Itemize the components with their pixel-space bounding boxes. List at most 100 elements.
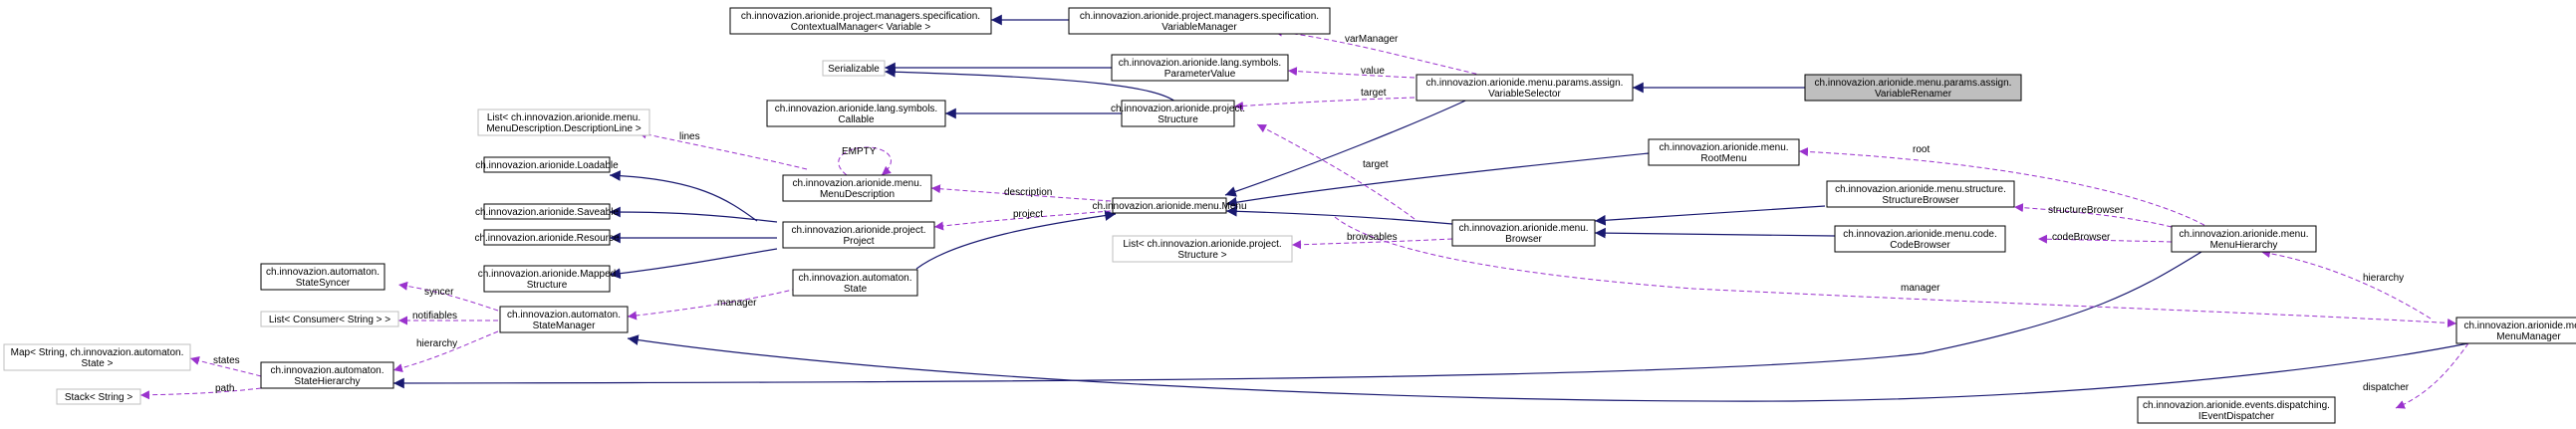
node-parameter-value[interactable]: ch.innovazion.arionide.lang.symbols.Para…: [1111, 54, 1289, 82]
edge-project-to-mapped-structure: [609, 248, 778, 280]
label-structure-browser: structureBrowser: [2048, 205, 2124, 216]
node-state-map[interactable]: Map< String, ch.innovazion.automaton.Sta…: [3, 343, 191, 371]
node-label-line: ch.innovazion.arionide.menu.: [2179, 229, 2308, 240]
label-dispatcher: dispatcher: [2363, 382, 2410, 393]
node-string-stack[interactable]: Stack< String >: [56, 388, 141, 405]
node-box: [260, 263, 386, 291]
node-label-line: StateHierarchy: [294, 376, 360, 387]
node-menu-hierarchy[interactable]: ch.innovazion.arionide.menu.MenuHierarch…: [2171, 225, 2317, 253]
edge-manager-dispatcher: [2395, 342, 2469, 409]
node-callable[interactable]: ch.innovazion.arionide.lang.symbols.Call…: [766, 100, 946, 127]
edge-browser-to-menu: [1225, 205, 1453, 225]
node-box: [1804, 74, 2022, 102]
node-box: [1111, 54, 1289, 82]
node-label-line: Callable: [838, 114, 875, 125]
edge-manager-hierarchy: [2260, 249, 2432, 320]
node-box: [483, 156, 611, 173]
node-saveable[interactable]: ch.innovazion.arionide.Saveable: [475, 203, 619, 220]
node-label-line: MenuDescription.DescriptionLine >: [486, 123, 642, 134]
edge-manager-menu: [1334, 216, 2457, 327]
label-hierarchy-menu: hierarchy: [2363, 273, 2404, 284]
node-label-line: ch.innovazion.arionide.menu.code.: [1843, 229, 1997, 240]
node-label-line: StateSyncer: [296, 278, 351, 289]
node-state-hierarchy[interactable]: ch.innovazion.automaton.StateHierarchy: [260, 361, 394, 389]
node-label-line: IEventDispatcher: [2198, 411, 2275, 422]
label-empty: EMPTY: [842, 146, 877, 157]
label-manager-menu: manager: [1901, 283, 1940, 294]
node-project[interactable]: ch.innovazion.arionide.project.Project: [782, 221, 935, 249]
node-menu[interactable]: ch.innovazion.arionide.menu.Menu: [1092, 197, 1247, 214]
node-label-line: StructureBrowser: [1882, 195, 1959, 206]
edge-state-to-menu: [915, 210, 1117, 270]
edge-menu-description-lines: [637, 129, 808, 170]
node-structure-list[interactable]: List< ch.innovazion.arionide.project.Str…: [1112, 235, 1293, 263]
node-label-line: ch.innovazion.automaton.: [266, 267, 380, 278]
node-loadable[interactable]: ch.innovazion.arionide.Loadable: [475, 156, 619, 173]
node-box: [483, 265, 611, 293]
node-box: [729, 7, 992, 35]
node-menu-manager[interactable]: ch.innovazion.arionide.menu.MenuManager: [2455, 317, 2576, 344]
node-box: [477, 108, 650, 136]
node-box: [2455, 317, 2576, 344]
edge-selector-value: [1287, 67, 1416, 79]
node-variable-manager[interactable]: ch.innovazion.arionide.project.managers.…: [1068, 7, 1331, 35]
node-label-line: VariableRenamer: [1875, 89, 1952, 100]
node-browser[interactable]: ch.innovazion.arionide.menu.Browser: [1451, 219, 1596, 247]
label-browsables: browsables: [1347, 232, 1398, 243]
node-event-dispatcher[interactable]: ch.innovazion.arionide.events.dispatchin…: [2137, 396, 2336, 424]
node-description-line-list[interactable]: List< ch.innovazion.arionide.menu.MenuDe…: [477, 108, 650, 136]
node-box: [260, 311, 399, 327]
label-description: description: [1004, 187, 1052, 198]
node-box: [1826, 180, 2015, 208]
node-box: [1068, 7, 1331, 35]
edge-variable-selector-to-menu: [1224, 96, 1475, 197]
node-serializable[interactable]: Serializable: [822, 60, 886, 77]
edge-menu-description-empty: [838, 146, 892, 176]
node-label-line: Structure >: [1177, 250, 1226, 261]
node-box: [1451, 219, 1596, 247]
node-box: [792, 269, 918, 297]
node-box: [2137, 396, 2336, 424]
node-label-line: Stack< String >: [65, 392, 133, 403]
node-box: [1416, 74, 1634, 102]
node-label-line: List< ch.innovazion.arionide.project.: [1123, 239, 1281, 250]
node-label-line: ch.innovazion.arionide.menu.params.assig…: [1426, 78, 1624, 89]
node-variable-renamer[interactable]: ch.innovazion.arionide.menu.params.assig…: [1804, 74, 2022, 102]
edge-menu-manager-to-state-manager: [627, 334, 2469, 402]
node-state-syncer[interactable]: ch.innovazion.automaton.StateSyncer: [260, 263, 386, 291]
node-structure[interactable]: ch.innovazion.arionide.project.Structure: [1111, 100, 1245, 127]
node-state-manager[interactable]: ch.innovazion.automaton.StateManager: [499, 306, 629, 333]
node-menu-description[interactable]: ch.innovazion.arionide.menu.MenuDescript…: [782, 174, 932, 202]
node-box: [483, 229, 611, 246]
node-label-line: ch.innovazion.arionide.project.managers.…: [741, 11, 980, 22]
node-label-line: ch.innovazion.arionide.menu.params.assig…: [1815, 78, 2012, 89]
label-syncer: syncer: [424, 287, 454, 298]
node-label-line: Structure: [527, 280, 568, 291]
node-variable-selector[interactable]: ch.innovazion.arionide.menu.params.assig…: [1416, 74, 1634, 102]
label-target-browser: target: [1363, 159, 1389, 170]
node-contextual-manager[interactable]: ch.innovazion.arionide.project.managers.…: [729, 7, 992, 35]
edge-structure-to-serializable: [884, 66, 1176, 103]
node-box: [1834, 225, 2006, 253]
node-label-line: List< Consumer< String > >: [269, 315, 390, 325]
edge-state-manager-syncer: [397, 281, 499, 312]
node-label-line: ch.innovazion.arionide.Loadable: [475, 160, 619, 171]
node-structure-browser[interactable]: ch.innovazion.arionide.menu.structure.St…: [1826, 180, 2015, 208]
node-code-browser[interactable]: ch.innovazion.arionide.menu.code.CodeBro…: [1834, 225, 2006, 253]
node-consumer-list[interactable]: List< Consumer< String > >: [260, 311, 399, 327]
edge-state-hierarchy-states: [189, 356, 262, 377]
node-label-line: ch.innovazion.arionide.menu.: [792, 178, 921, 189]
edge-hierarchy-code-browser: [2037, 234, 2173, 244]
node-label-line: State >: [82, 358, 114, 369]
node-label-line: StateManager: [533, 321, 596, 331]
node-resource[interactable]: ch.innovazion.arionide.Resource: [474, 229, 620, 246]
node-label-line: MenuHierarchy: [2210, 240, 2278, 251]
label-project: project: [1013, 209, 1043, 220]
node-box: [483, 203, 611, 220]
edge-structure-browser-to-browser: [1594, 205, 1826, 226]
node-state[interactable]: ch.innovazion.automaton.State: [792, 269, 918, 297]
node-box: [1112, 197, 1227, 214]
node-root-menu[interactable]: ch.innovazion.arionide.menu.RootMenu: [1648, 138, 1800, 166]
